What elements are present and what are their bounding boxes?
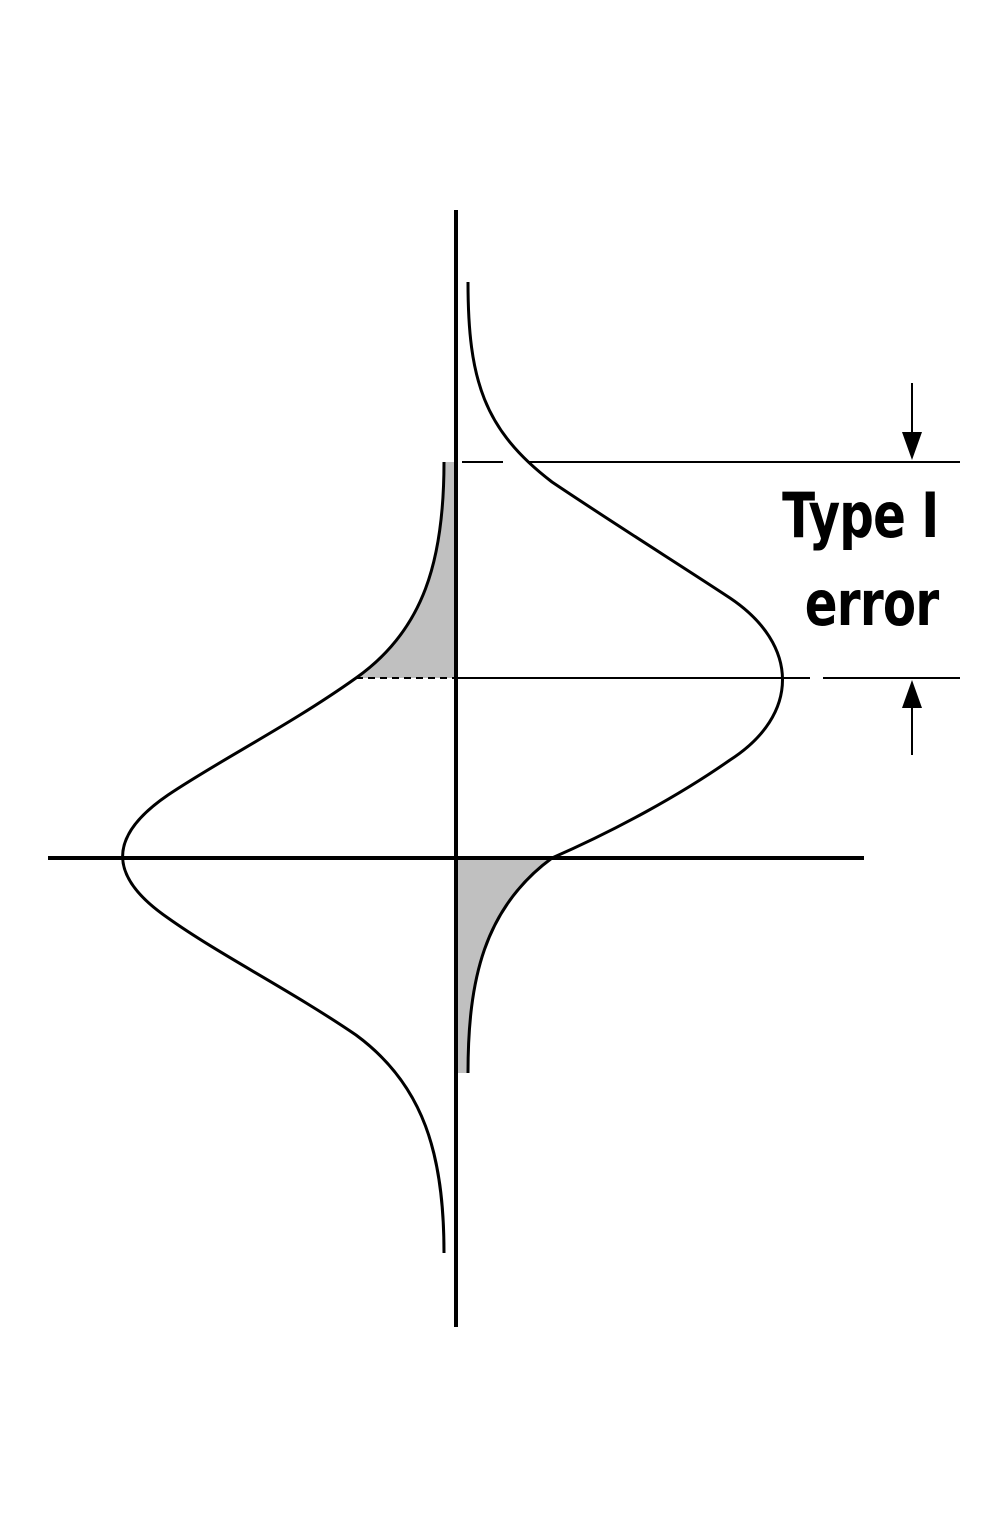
type-i-error-label: Type I error xyxy=(781,472,939,648)
left-curve-shaded-tail xyxy=(356,462,456,678)
type-i-error-label-line2: error xyxy=(804,567,938,640)
arrow-down-icon xyxy=(902,432,922,460)
right-curve-shaded-tail xyxy=(456,858,552,1073)
right-distribution-curve xyxy=(466,281,784,1074)
type-i-error-label-line1: Type I xyxy=(781,479,939,552)
left-distribution-curve xyxy=(121,461,446,1254)
arrow-up-icon xyxy=(902,680,922,708)
